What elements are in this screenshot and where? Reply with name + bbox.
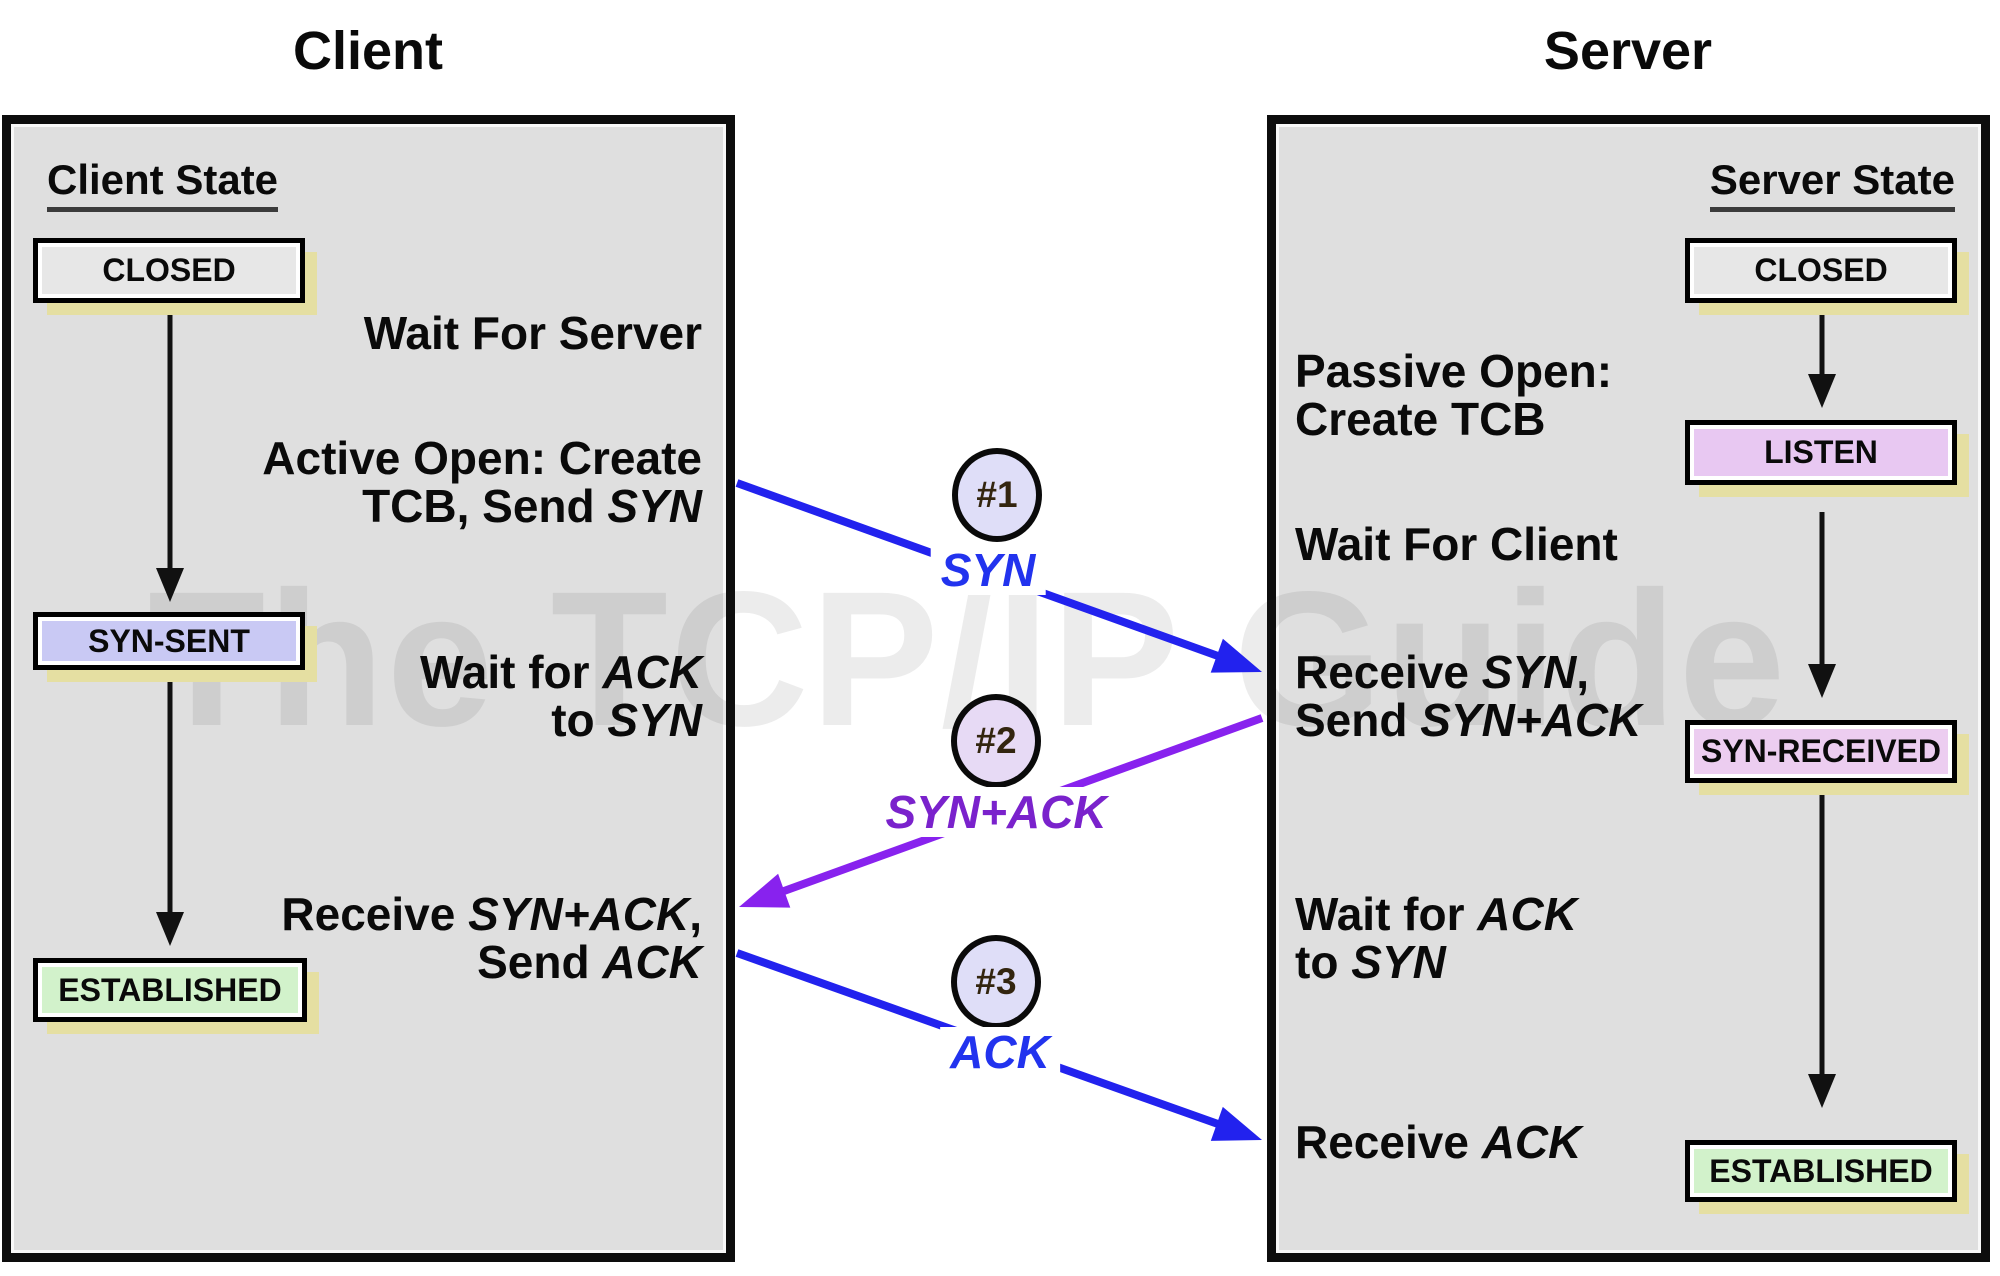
client-closed-to-synsent-arrow [156,312,184,602]
state-box-client-established: ESTABLISHED [33,958,307,1022]
server-annotation-receive-ack: Receive ACK [1295,1116,1582,1168]
client-annotation-wait-for-server: Wait For Server [363,307,702,359]
server-annotation-wait-for-client: Wait For Client [1295,518,1618,570]
client-panel [2,115,735,1262]
client-synsent-to-established-arrow [156,676,184,946]
message-3-badge: #3 [951,935,1041,1029]
server-state-heading: Server State [1709,156,1955,212]
server-title: Server [1543,21,1713,81]
state-box-server-syn-received: SYN-RECEIVED [1685,720,1957,783]
state-box-client-closed: CLOSED [33,238,305,303]
state-box-server-established: ESTABLISHED [1685,1140,1957,1202]
server-panel [1267,115,1990,1262]
state-box-client-syn-sent: SYN-SENT [33,612,305,670]
state-box-server-listen: LISTEN [1685,420,1957,485]
client-annotation-receive-synack: Receive SYN+ACK,Send ACK [281,888,702,988]
server-closed-to-listen-arrow [1808,312,1836,408]
client-state-heading: Client State [47,156,279,212]
client-title: Client [292,21,444,81]
syn-message-label: SYN [930,545,1046,595]
synack-message-label: SYN+ACK [875,787,1117,837]
message-2-badge: #2 [951,694,1041,788]
server-annotation-passive-open: Passive Open:Create TCB [1295,345,1613,445]
ack-message-label: ACK [940,1027,1060,1077]
server-synreceived-to-established-arrow [1808,795,1836,1108]
server-annotation-receive-syn: Receive SYN,Send SYN+ACK [1295,646,1642,746]
server-listen-to-synreceived-arrow [1808,512,1836,698]
state-box-server-closed: CLOSED [1685,238,1957,303]
message-1-badge: #1 [952,448,1042,542]
